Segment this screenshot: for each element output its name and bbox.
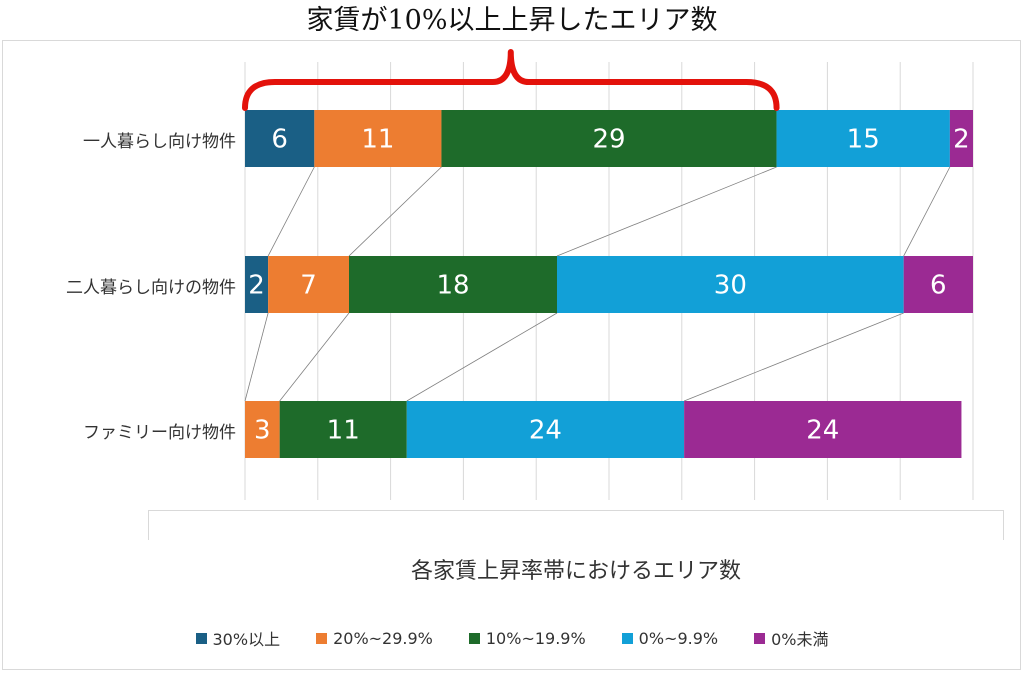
legend-swatch [195, 632, 207, 644]
bar-value-label: 15 [847, 125, 880, 155]
bar-segment [903, 256, 973, 313]
series-connector-line [267, 166, 315, 257]
legend-swatch [754, 632, 766, 644]
bar-value-label: 30 [714, 271, 747, 301]
bar-segment [684, 401, 962, 458]
category-label: 一人暮らし向け物件 [83, 131, 236, 152]
bar-value-label: 2 [953, 125, 970, 155]
x-axis-title: 各家賃上昇率帯におけるエリア数 [410, 559, 741, 584]
bar-segment [776, 110, 950, 167]
legend-item: 20%~29.9% [316, 626, 433, 650]
bar-segment [245, 401, 280, 458]
bar-value-label: 6 [930, 271, 947, 301]
legend-swatch [621, 632, 633, 644]
bar-segment [949, 110, 973, 167]
category-label: ファミリー向け物件 [83, 422, 236, 443]
legend: 30%以上 20%~29.9% 10%~19.9% 0%~9.9% 0%未満 [0, 626, 1024, 650]
legend-swatch [316, 632, 328, 644]
bar-value-label: 29 [592, 125, 625, 155]
series-connector-line [406, 312, 558, 402]
legend-label: 30%以上 [212, 630, 281, 649]
legend-item: 0%~9.9% [621, 626, 719, 650]
x-axis-box [148, 510, 1004, 540]
legend-item: 10%~19.9% [468, 626, 586, 650]
category-label: 二人暮らし向けの物件 [66, 277, 236, 298]
red-brace [242, 49, 780, 111]
bar-segment [268, 256, 349, 313]
legend-item: 30%以上 [195, 626, 281, 650]
legend-label: 20%~29.9% [333, 628, 433, 648]
series-connector-line [683, 312, 904, 402]
chart-frame [2, 40, 1021, 670]
legend-label: 10%~19.9% [485, 628, 586, 648]
legend-swatch [468, 632, 480, 644]
legend-item: 0%未満 [754, 626, 829, 650]
series-connector-line [279, 312, 350, 402]
bar-value-label: 3 [254, 416, 271, 446]
bar-segment [406, 401, 685, 458]
bar-value-label: 7 [300, 271, 317, 301]
bar-value-label: 11 [361, 125, 394, 155]
bar-segment [279, 401, 407, 458]
bar-value-label: 2 [248, 271, 265, 301]
legend-label: 0%未満 [771, 630, 829, 649]
legend-label: 0%~9.9% [638, 628, 719, 648]
brace-annotation-title: 家賃が10%以上上昇したエリア数 [306, 5, 718, 36]
bar-segment [441, 110, 777, 167]
bar-segment [349, 256, 557, 313]
bar-segment [314, 110, 442, 167]
bar-value-label: 24 [806, 416, 839, 446]
bar-segment [557, 256, 904, 313]
series-connector-line [903, 166, 951, 257]
bar-segment [245, 256, 269, 313]
series-connector-line [244, 312, 269, 402]
bar-segment [245, 110, 315, 167]
bar-value-label: 6 [271, 125, 288, 155]
bar-value-label: 24 [529, 416, 562, 446]
bar-value-label: 18 [436, 271, 469, 301]
series-connector-line [556, 166, 777, 257]
series-connector-line [348, 166, 442, 257]
bar-value-label: 11 [327, 416, 360, 446]
